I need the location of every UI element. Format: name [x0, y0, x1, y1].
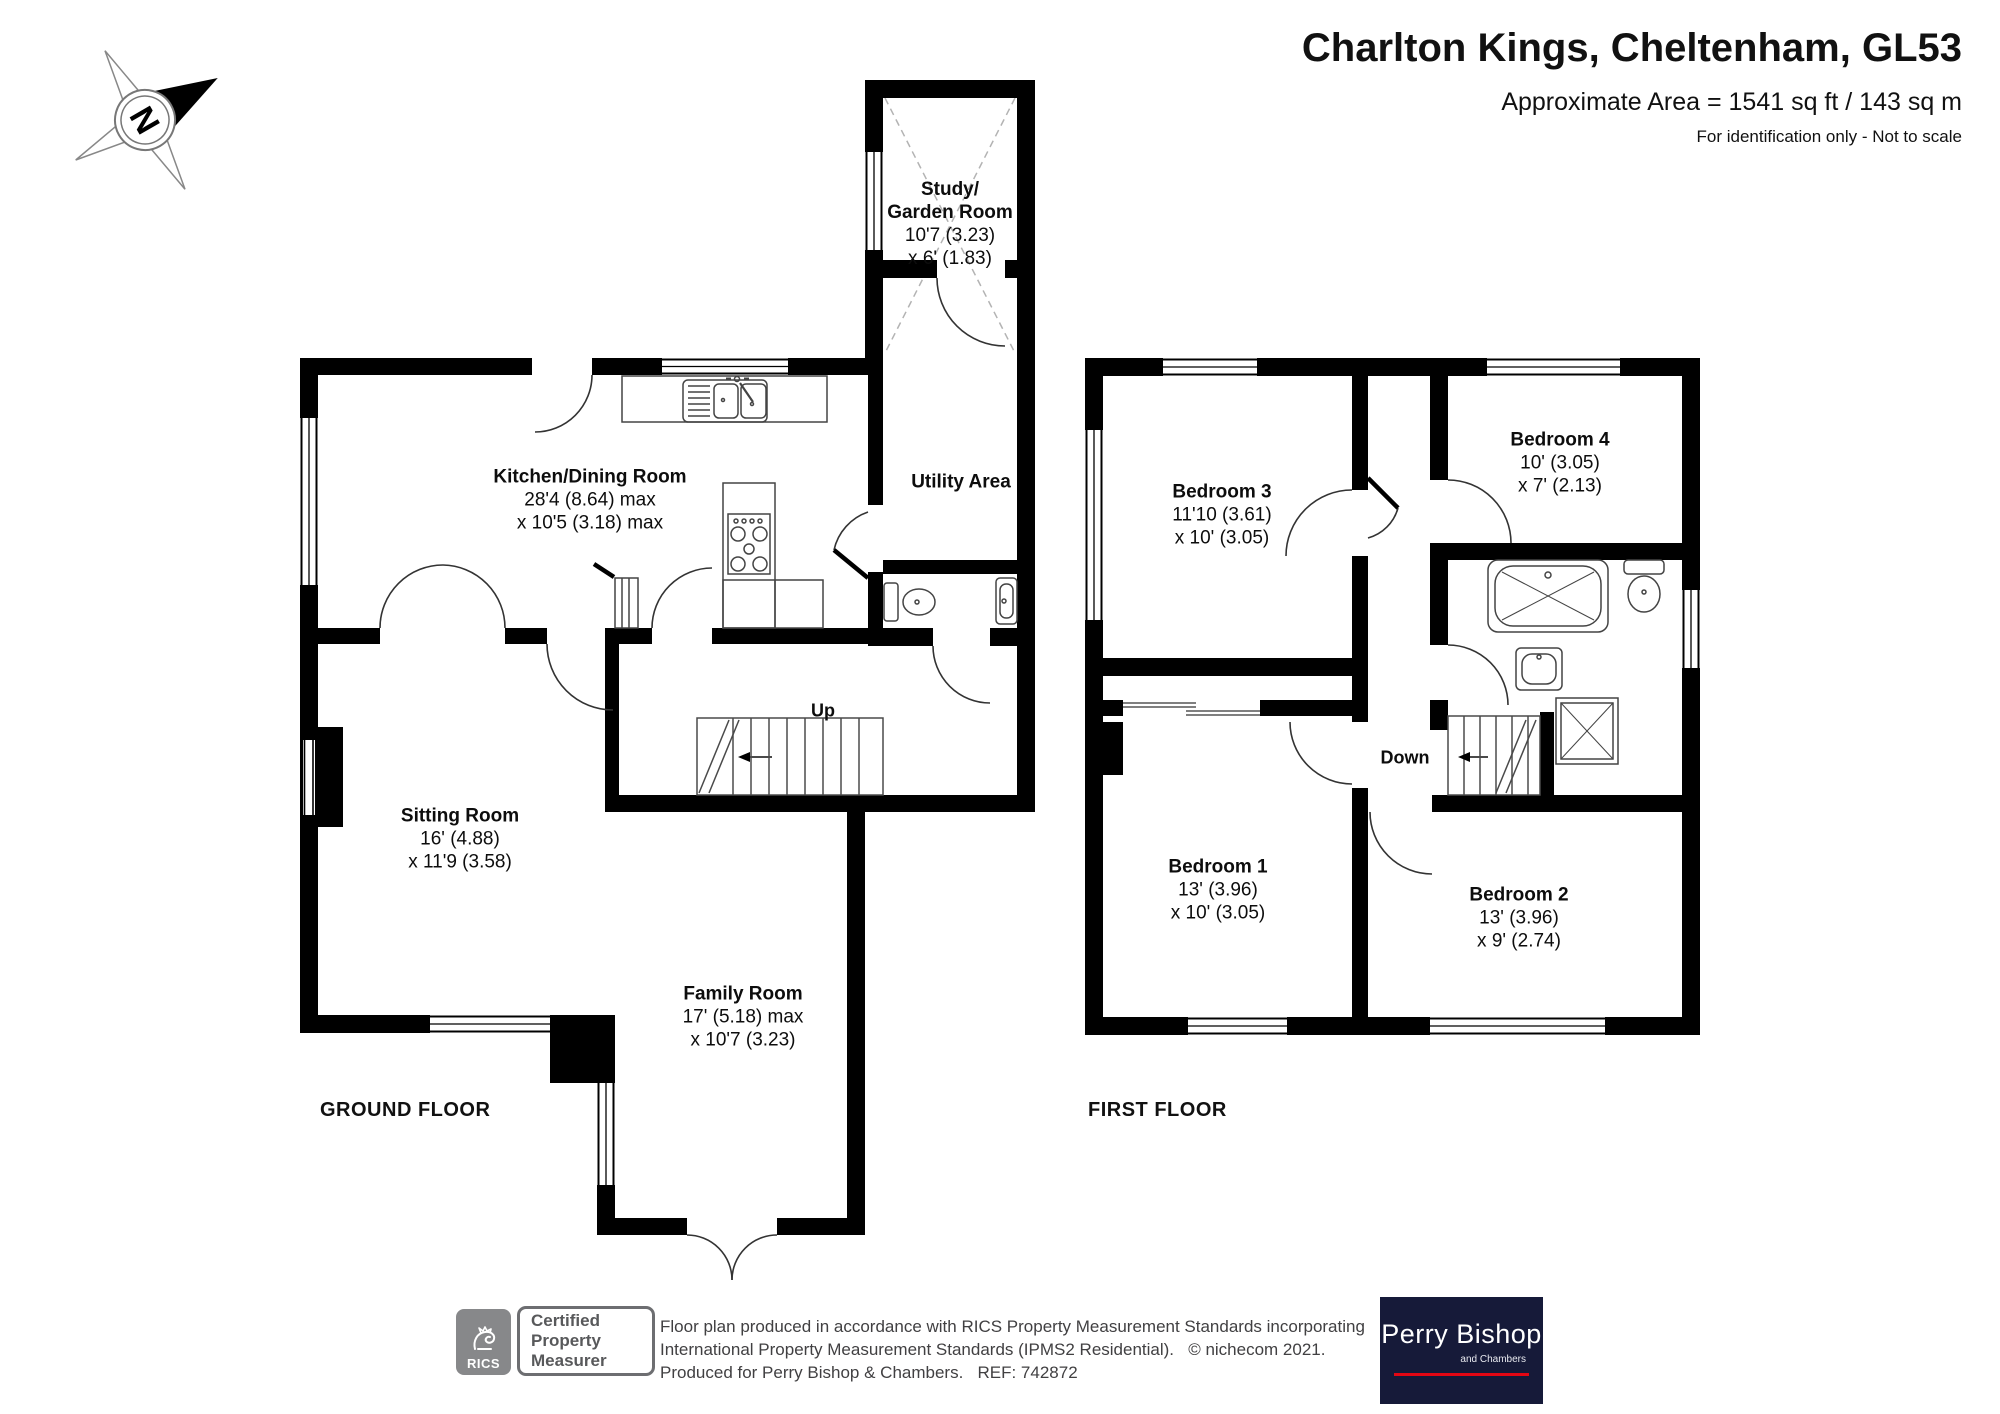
- window-kitchen: [662, 358, 788, 375]
- compass-icon: N: [75, 50, 218, 190]
- door-leaves: [592, 476, 1400, 580]
- bathroom-toilet-icon: [1623, 559, 1665, 613]
- door-french-left: [379, 564, 444, 629]
- perry-bishop-sub: and Chambers: [1460, 1354, 1526, 1365]
- kitchen-counter: [722, 579, 824, 629]
- perry-bishop-name: Perry Bishop: [1381, 1319, 1542, 1349]
- door-kitchen-side: [534, 374, 593, 433]
- ground-floor-fixtures: [614, 375, 1018, 796]
- door-bedroom2: [1369, 811, 1433, 875]
- door-arcs: [379, 277, 1512, 1281]
- hob-icon: [722, 482, 776, 629]
- door-landing-cupboard-arc: [1367, 507, 1399, 539]
- disclaimer-line-2: International Property Measurement Stand…: [660, 1340, 1326, 1359]
- door-entrance-left: [686, 1234, 733, 1281]
- first-floor-fixtures: [1123, 559, 1665, 796]
- certified-property-measurer-badge: Certified Property Measurer: [517, 1306, 655, 1376]
- stairs-down: [1447, 715, 1541, 796]
- window-bedroom2: [1430, 1017, 1605, 1035]
- toilet-icon: [883, 582, 936, 622]
- room-label-bedroom2: Bedroom 2 13' (3.96) x 9' (2.74): [1469, 884, 1569, 952]
- disclaimer-line-3: Produced for Perry Bishop & Chambers. RE…: [660, 1363, 1078, 1382]
- rics-logo: RICS: [456, 1309, 511, 1375]
- bath-icon: [1487, 559, 1609, 633]
- door-landing-cupboard-leaf: [1366, 476, 1400, 510]
- window-bedroom1: [1188, 1017, 1287, 1035]
- window-bedroom4-top: [1487, 358, 1620, 376]
- door-kitchen-hall: [651, 567, 713, 629]
- door-bedroom4: [1447, 479, 1512, 544]
- room-label-bedroom4: Bedroom 4 10' (3.05) x 7' (2.13): [1510, 429, 1610, 497]
- room-label-study: Study/ Garden Room 10'7 (3.23) x 6' (1.8…: [887, 179, 1013, 269]
- door-sitting: [546, 643, 614, 711]
- room-label-bedroom3: Bedroom 3 11'10 (3.61) x 10' (3.05): [1172, 481, 1272, 549]
- door-study: [936, 277, 1006, 347]
- kitchen-sink-icon: [621, 375, 828, 423]
- stairs-down-label: Down: [1380, 747, 1430, 768]
- room-label-utility: Utility Area: [911, 471, 1011, 493]
- room-label-sitting: Sitting Room 16' (4.88) x 11'9 (3.58): [400, 805, 520, 873]
- rics-lion-icon: [473, 1326, 495, 1350]
- approximate-area: Approximate Area = 1541 sq ft / 143 sq m: [1501, 88, 1962, 116]
- rics-brand-text: RICS: [466, 1356, 501, 1371]
- window-sitting-bay: [303, 740, 315, 815]
- door-understairs-leaf: [592, 562, 616, 579]
- door-bedroom3: [1285, 489, 1353, 557]
- disclaimer-line-1: Floor plan produced in accordance with R…: [660, 1317, 1365, 1336]
- door-french-right: [442, 564, 506, 629]
- ground-floor-walls: [300, 80, 1035, 1235]
- room-label-kitchen: Kitchen/Dining Room 28'4 (8.64) max x 10…: [493, 466, 687, 534]
- window-family: [597, 1083, 615, 1185]
- door-entrance-right: [731, 1234, 778, 1281]
- perry-bishop-logo: Perry Bishop and Chambers: [1380, 1297, 1543, 1404]
- window-bathroom: [1682, 590, 1700, 668]
- stairs-up: [696, 717, 884, 796]
- window-sitting-bottom: [430, 1015, 550, 1033]
- wc-basin-icon: [995, 577, 1018, 625]
- door-bathroom: [1447, 644, 1509, 706]
- window-study: [865, 152, 883, 250]
- stairs-up-label: Up: [811, 700, 835, 721]
- first-floor-label: FIRST FLOOR: [1088, 1099, 1227, 1121]
- perry-bishop-red-line: [1394, 1373, 1529, 1376]
- bathroom-basin-icon: [1515, 647, 1563, 691]
- wardrobe-doors: [1123, 702, 1260, 716]
- ground-floor-label: GROUND FLOOR: [320, 1099, 491, 1121]
- door-utility-arc: [833, 511, 869, 551]
- window-bedroom3-top: [1163, 358, 1257, 376]
- page-title: Charlton Kings, Cheltenham, GL53: [1301, 26, 1962, 70]
- room-label-bedroom1: Bedroom 1 13' (3.96) x 10' (3.05): [1168, 856, 1268, 924]
- first-floor-walls: [1085, 358, 1700, 1035]
- door-wc: [932, 645, 991, 704]
- room-label-family: Family Room 17' (5.18) max x 10'7 (3.23): [682, 983, 804, 1051]
- window-left-wall: [300, 418, 318, 585]
- windows: [300, 152, 1700, 1185]
- door-utility-leaf: [832, 548, 870, 580]
- identification-note: For identification only - Not to scale: [1696, 127, 1962, 146]
- shower-icon: [1555, 697, 1619, 765]
- understairs-cupboard: [614, 577, 639, 629]
- door-bedroom1: [1289, 721, 1353, 785]
- window-bedroom3-left: [1085, 430, 1103, 620]
